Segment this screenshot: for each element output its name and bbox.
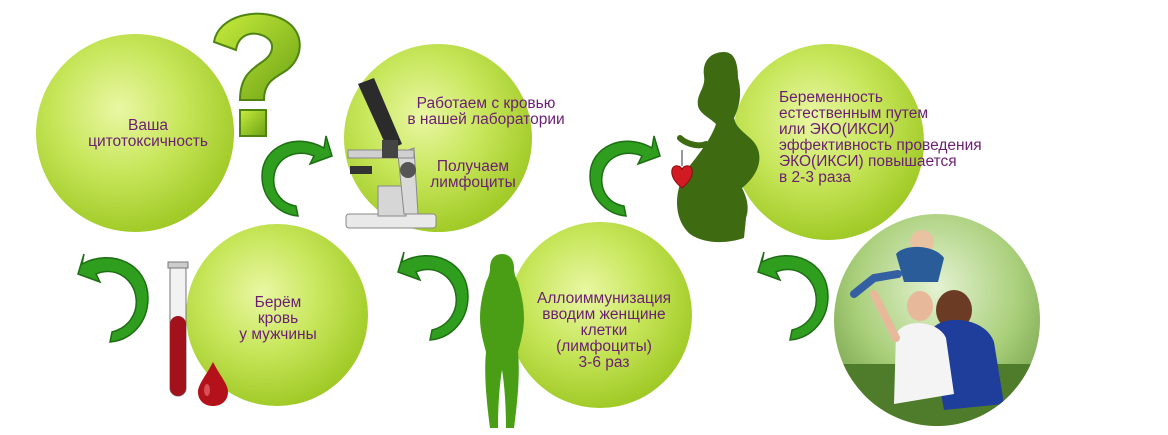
text-pregnancy: Беременность естественным путем или ЭКО(… <box>779 89 982 186</box>
circle-pregnancy <box>732 44 924 240</box>
pregnant-silhouette-icon <box>677 52 760 243</box>
family-photo-image <box>834 214 1040 426</box>
test-tube-icon <box>167 261 189 397</box>
microscope-icon <box>345 78 437 229</box>
text-cytotoxicity: Ваша цитотоксичность <box>88 117 208 150</box>
curved-arrow-icon <box>589 135 661 217</box>
curved-arrow-icon <box>261 135 333 217</box>
family-photo <box>834 214 1040 426</box>
curved-arrow-icon <box>77 253 149 343</box>
text-blood: Берём кровь у мужчины <box>239 294 317 343</box>
curved-arrow-icon <box>757 251 829 341</box>
question-mark-icon <box>212 12 301 137</box>
circle-cytotoxicity <box>36 34 234 232</box>
circle-allo <box>508 222 692 408</box>
heart-icon <box>671 150 693 189</box>
blood-drop-icon <box>198 362 228 406</box>
curved-arrow-icon <box>397 251 469 341</box>
circle-lab <box>344 44 532 232</box>
text-lab: Работаем с кровью в нашей лаборатории <box>407 95 565 128</box>
woman-silhouette-icon <box>480 254 524 428</box>
text-lymphocytes: Получаем лимфоциты <box>430 158 516 191</box>
text-allo: Аллоиммунизация вводим женщине клетки (л… <box>537 290 671 371</box>
